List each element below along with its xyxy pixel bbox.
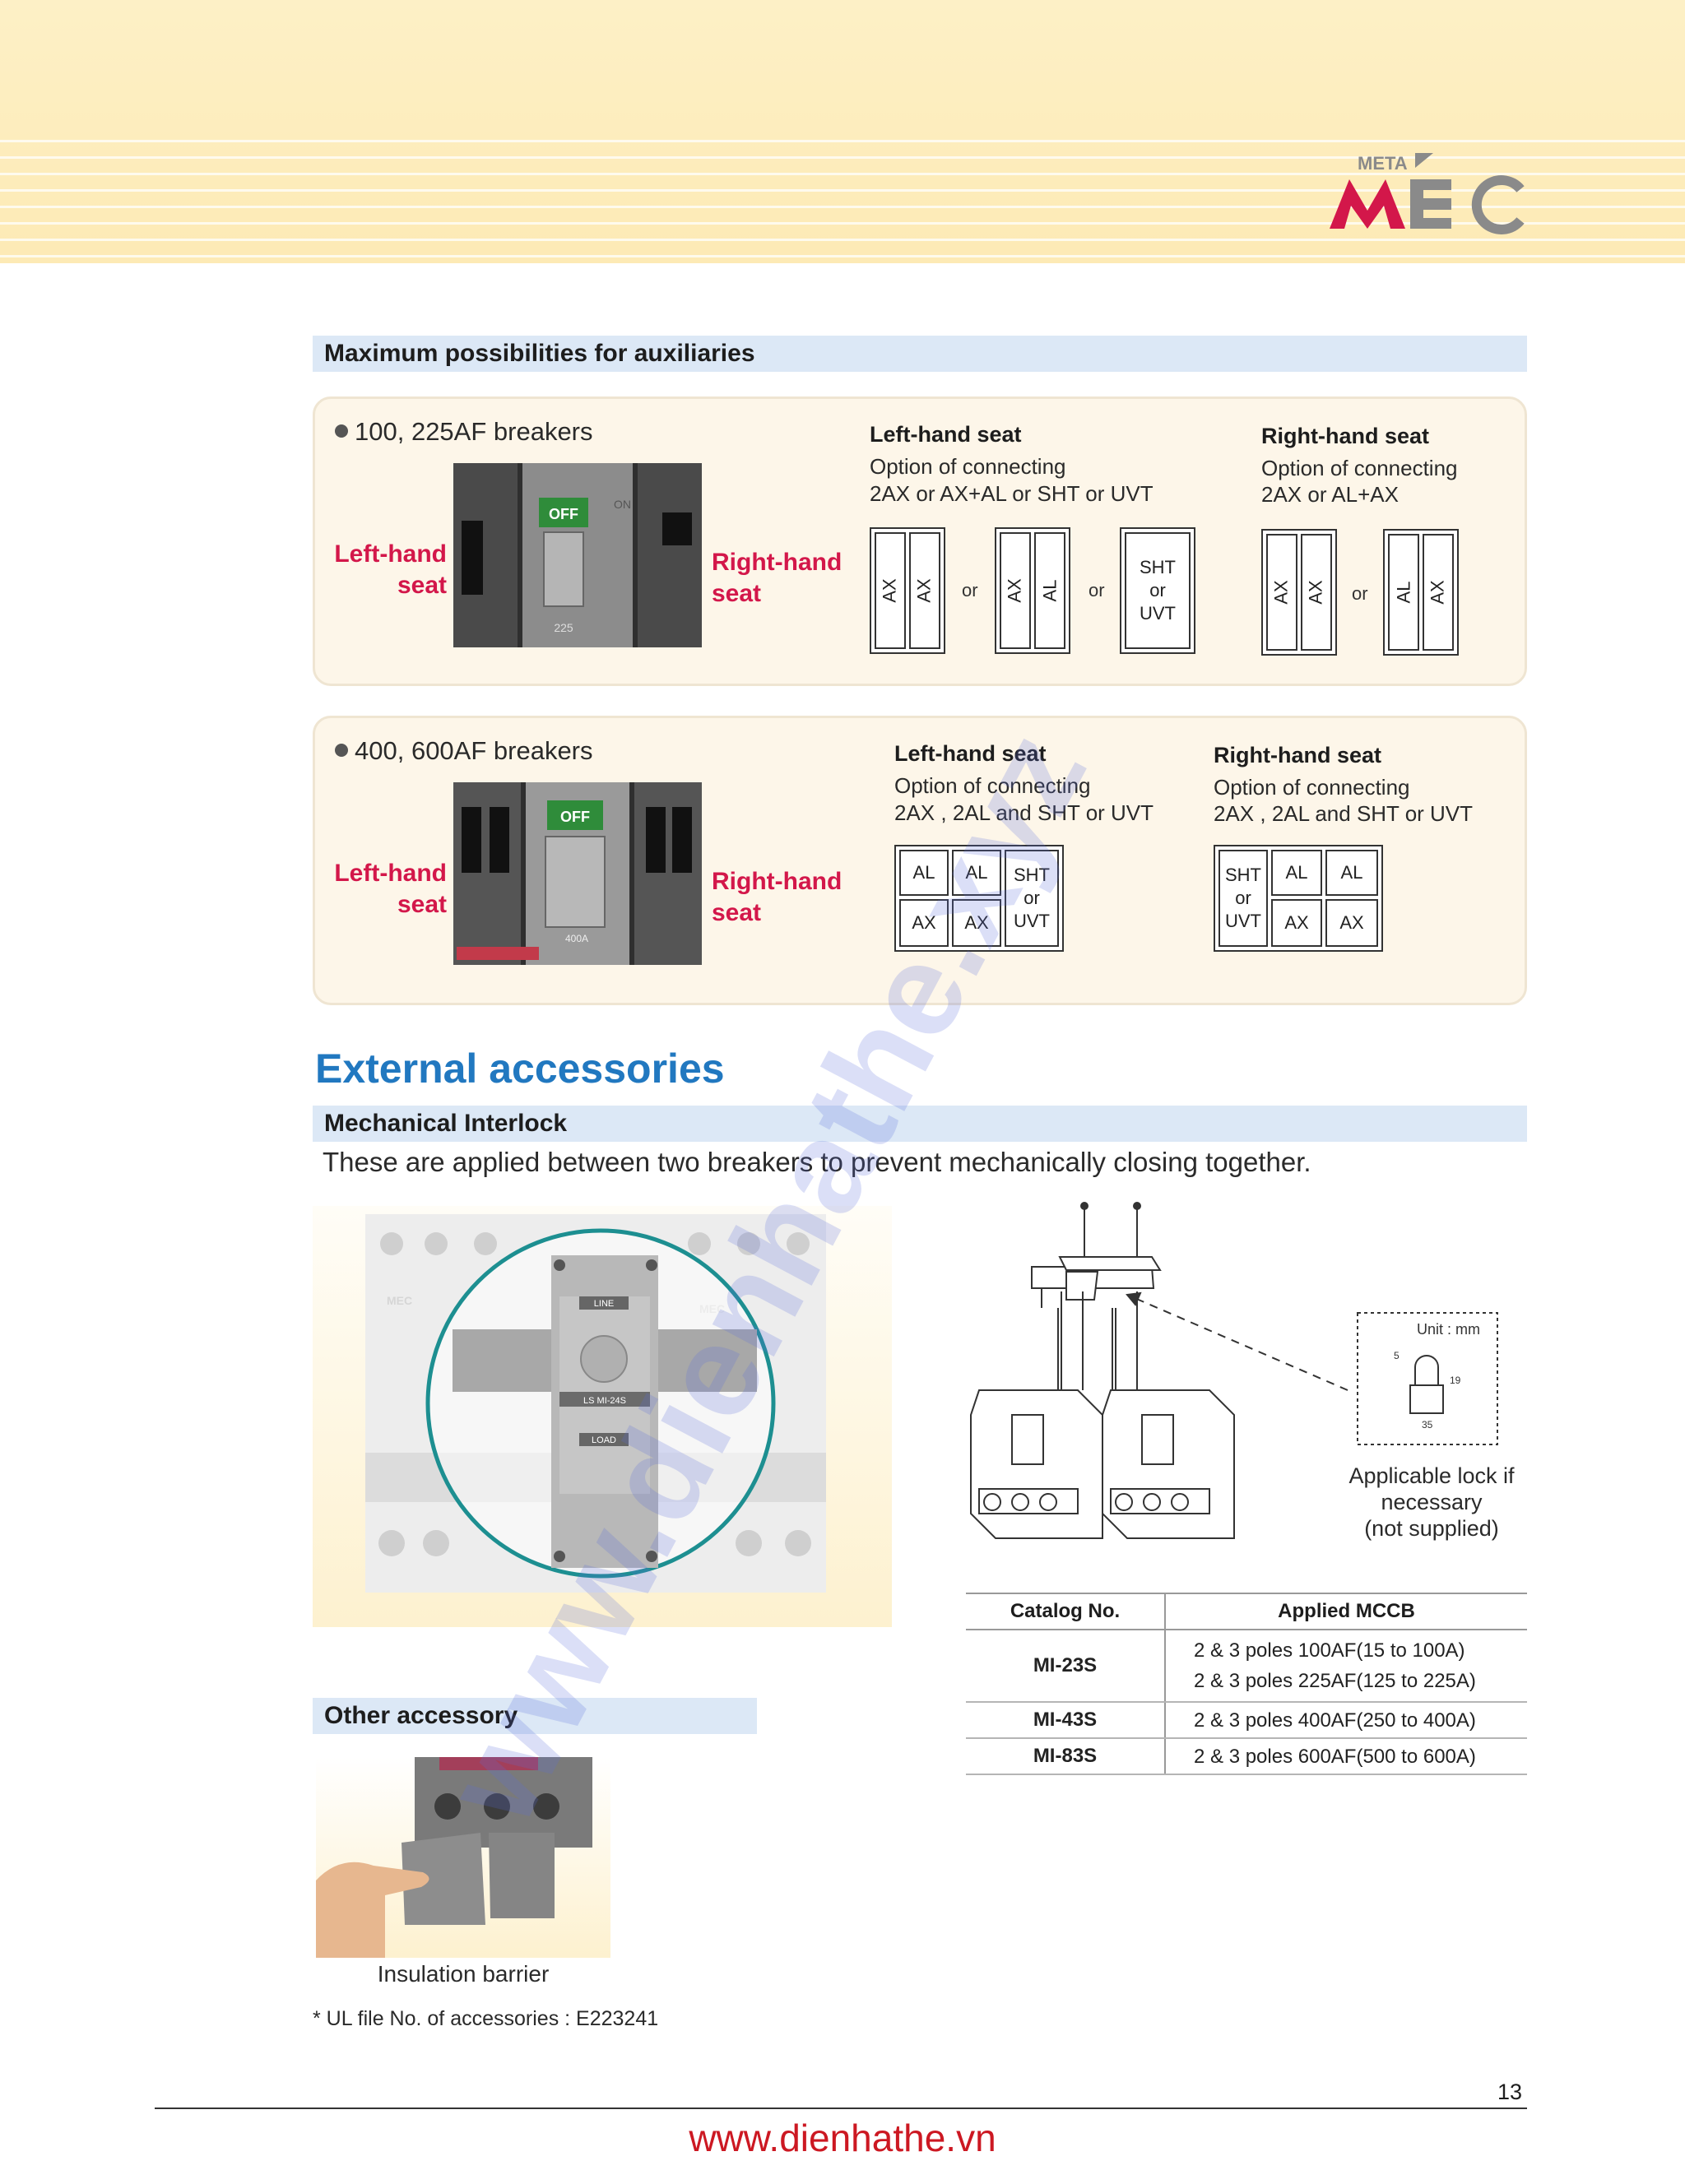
- panel-100-225af: 100, 225AF breakers Left-hand seat Right…: [313, 396, 1527, 686]
- breaker-photo-400af: OFF 400A: [453, 782, 702, 965]
- panel2-left-seat-title: Left-hand seat: [894, 741, 1047, 766]
- slot: AX: [1423, 534, 1454, 651]
- panel1-left-seat-desc1: Option of connecting: [870, 454, 1066, 479]
- slot: AX: [952, 899, 1001, 947]
- slot: AL: [952, 850, 1001, 896]
- slot: AL: [1034, 532, 1065, 649]
- mccb-cell: 2 & 3 poles 600AF(500 to 600A): [1165, 1738, 1527, 1775]
- panel1-right-seat-desc1: Option of connecting: [1261, 456, 1458, 480]
- catalog-cell: MI-43S: [966, 1702, 1166, 1739]
- panel1-right-seat-title: Right-hand seat: [1261, 424, 1430, 448]
- panel1-right-opt1: AX AX: [1261, 529, 1337, 656]
- interlock-description: These are applied between two breakers t…: [323, 1147, 1311, 1177]
- svg-text:ON: ON: [614, 498, 631, 511]
- interlock-drawing: Unit : mm 5 19 35: [970, 1202, 1498, 1539]
- aux-section-title: Maximum possibilities for auxiliaries: [313, 336, 1527, 372]
- other-accessory-title: Other accessory: [313, 1698, 757, 1734]
- panel2-right-grid: SHT or UVT AL AL AX AX: [1214, 845, 1383, 952]
- table-row: MI-43S 2 & 3 poles 400AF(250 to 400A): [966, 1702, 1527, 1739]
- panel2-left-grid: AL AL AX AX SHT or UVT: [894, 845, 1064, 952]
- page-number: 13: [1497, 2080, 1523, 2104]
- slot: AX: [1266, 534, 1297, 651]
- slot: AL: [1271, 850, 1322, 896]
- catalog-cell: MI-23S: [966, 1630, 1166, 1703]
- panel1-left-opt3: SHT or UVT: [1120, 527, 1195, 654]
- footer-url-link[interactable]: www.dienhathe.vn: [689, 2117, 996, 2159]
- slot: AX: [1301, 534, 1332, 651]
- or-text: or: [962, 580, 978, 600]
- panel2-right-seat-title: Right-hand seat: [1214, 743, 1382, 767]
- sht-uvt-slot: SHT or UVT: [1125, 532, 1191, 649]
- table-row: MI-23S 2 & 3 poles 100AF(15 to 100A) 2 &…: [966, 1630, 1527, 1703]
- slot: AX: [1325, 899, 1378, 947]
- insulation-barrier-photo: [316, 1757, 610, 1958]
- interlock-photo: MEC MEC LINE LS MI-24S LOAD: [313, 1206, 892, 1627]
- panel2-left-label: Left-hand seat: [334, 860, 447, 918]
- mccb-cell: 2 & 3 poles 100AF(15 to 100A) 2 & 3 pole…: [1165, 1630, 1527, 1703]
- panel2-right-seat-desc2: 2AX , 2AL and SHT or UVT: [1214, 801, 1474, 826]
- svg-text:OFF: OFF: [560, 809, 590, 825]
- bullet-icon: [335, 424, 348, 438]
- panel2-left-seat-desc1: Option of connecting: [894, 773, 1091, 798]
- svg-text:LINE: LINE: [594, 1299, 614, 1309]
- ul-file-note: * UL file No. of accessories : E223241: [313, 2007, 659, 2030]
- or-text: or: [1089, 580, 1105, 600]
- svg-text:LS MI-24S: LS MI-24S: [583, 1396, 626, 1406]
- slot: AX: [1271, 899, 1322, 947]
- slot: AX: [899, 899, 949, 947]
- svg-text:OFF: OFF: [549, 506, 578, 522]
- breaker-photo-225af: OFF ON 225: [453, 463, 702, 647]
- sht-uvt-slot: SHT or UVT: [1005, 850, 1059, 947]
- panel2-left-seat-desc2: 2AX , 2AL and SHT or UVT: [894, 800, 1154, 825]
- svg-text:META: META: [1358, 153, 1408, 174]
- svg-text:LOAD: LOAD: [592, 1435, 616, 1445]
- mccb-cell: 2 & 3 poles 400AF(250 to 400A): [1165, 1702, 1527, 1739]
- panel1-left-label: Left-hand seat: [334, 540, 447, 599]
- panel1-heading: 100, 225AF breakers: [335, 417, 593, 447]
- panel1-right-label: Right-hand seat: [712, 549, 842, 607]
- insulation-barrier-caption: Insulation barrier: [377, 1961, 550, 1987]
- panel2-right-seat-desc1: Option of connecting: [1214, 775, 1410, 800]
- bullet-icon: [335, 744, 348, 757]
- slot: AL: [1325, 850, 1378, 896]
- mechanical-interlock-title: Mechanical Interlock: [313, 1106, 1527, 1142]
- catalog-cell: MI-83S: [966, 1738, 1166, 1775]
- lock-caption: Applicable lock if necessary (not suppli…: [1348, 1463, 1515, 1541]
- slot: AX: [875, 532, 906, 649]
- brand-logo: META: [1330, 153, 1525, 234]
- or-text: or: [1352, 583, 1368, 604]
- panel1-right-opt2: AL AX: [1383, 529, 1459, 656]
- table-row: MI-83S 2 & 3 poles 600AF(500 to 600A): [966, 1738, 1527, 1775]
- svg-text:Unit : mm: Unit : mm: [1417, 1321, 1480, 1338]
- panel2-heading: 400, 600AF breakers: [335, 736, 593, 766]
- panel1-left-seat-desc2: 2AX or AX+AL or SHT or UVT: [870, 481, 1154, 506]
- panel1-left-seat-title: Left-hand seat: [870, 422, 1022, 447]
- svg-text:225: 225: [554, 621, 573, 634]
- table-header-mccb: Applied MCCB: [1165, 1593, 1527, 1630]
- slot: AX: [1000, 532, 1031, 649]
- panel2-right-label: Right-hand seat: [712, 868, 842, 926]
- header-band: META: [0, 0, 1685, 263]
- panel1-left-opt2: AX AL: [995, 527, 1070, 654]
- sht-uvt-slot: SHT or UVT: [1218, 850, 1268, 947]
- catalog-table: Catalog No. Applied MCCB MI-23S 2 & 3 po…: [966, 1593, 1527, 1775]
- panel1-right-seat-desc2: 2AX or AL+AX: [1261, 482, 1399, 507]
- panel1-left-opt1: AX AX: [870, 527, 945, 654]
- footer-rule: [155, 2107, 1527, 2109]
- panel-400-600af: 400, 600AF breakers Left-hand seat Right…: [313, 716, 1527, 1005]
- external-accessories-title: External accessories: [315, 1046, 725, 1092]
- svg-text:35: 35: [1422, 1419, 1433, 1430]
- table-header-catalog: Catalog No.: [966, 1593, 1166, 1630]
- svg-text:19: 19: [1450, 1375, 1461, 1386]
- svg-text:MEC: MEC: [387, 1294, 412, 1307]
- svg-text:5: 5: [1394, 1350, 1400, 1361]
- svg-text:400A: 400A: [565, 933, 588, 944]
- slot: AX: [909, 532, 940, 649]
- slot: AL: [1388, 534, 1419, 651]
- slot: AL: [899, 850, 949, 896]
